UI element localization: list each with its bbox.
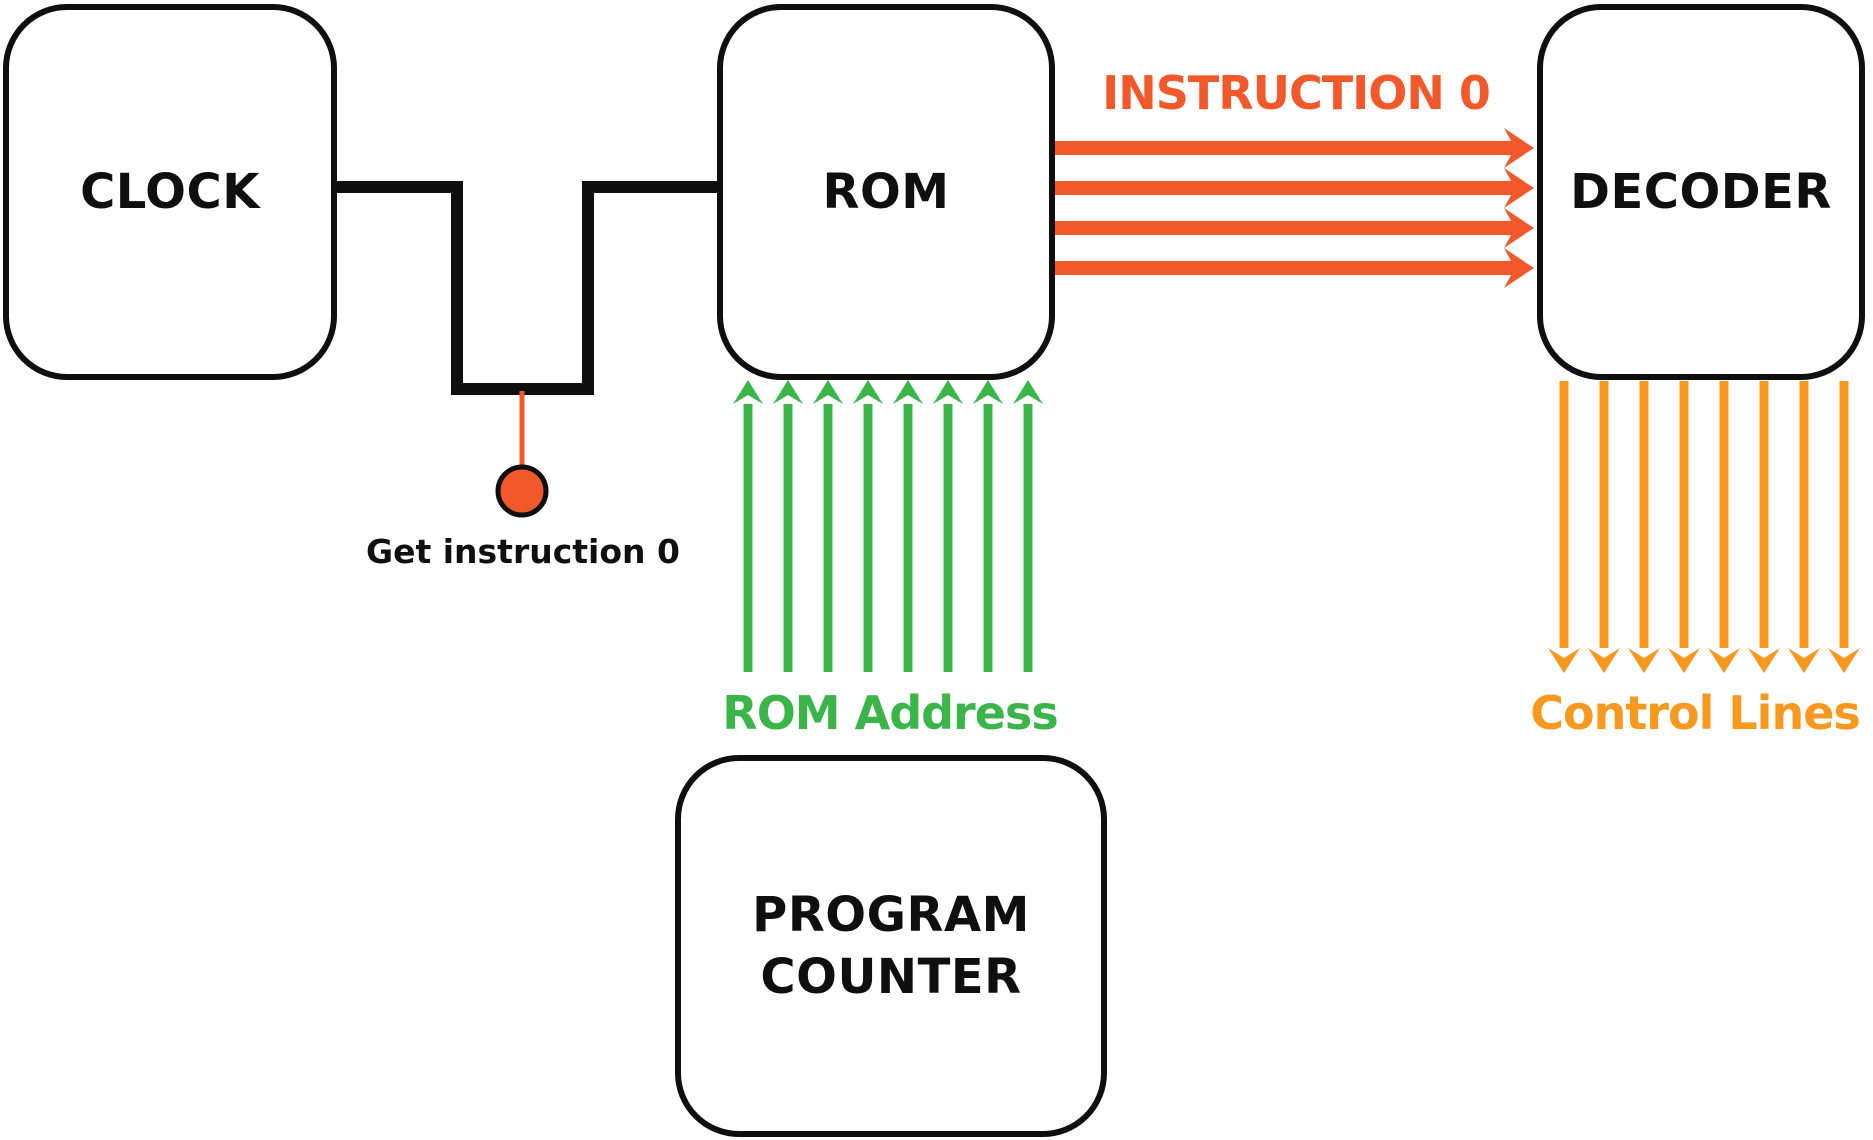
clock-signal-trace xyxy=(337,181,719,395)
program-counter-box-label: PROGRAM COUNTER xyxy=(752,886,1030,1005)
instruction-bus-arrows xyxy=(1055,128,1534,288)
decoder-box-label: DECODER xyxy=(1570,163,1832,220)
program-counter-box: PROGRAM COUNTER xyxy=(675,755,1107,1137)
decoder-box: DECODER xyxy=(1537,4,1865,380)
rom-address-bus-label: ROM Address xyxy=(722,686,1058,740)
instruction-bus-label: INSTRUCTION 0 xyxy=(1102,66,1491,120)
rom-address-bus-arrows xyxy=(733,380,1043,672)
clock-box: CLOCK xyxy=(3,4,337,380)
control-lines-arrows xyxy=(1548,381,1860,673)
clock-box-label: CLOCK xyxy=(80,163,260,220)
rom-box-label: ROM xyxy=(822,163,950,220)
control-lines-label: Control Lines xyxy=(1530,686,1861,740)
clock-pulse-dot xyxy=(495,464,549,518)
rom-box: ROM xyxy=(717,4,1055,380)
clock-event-label: Get instruction 0 xyxy=(366,532,680,571)
